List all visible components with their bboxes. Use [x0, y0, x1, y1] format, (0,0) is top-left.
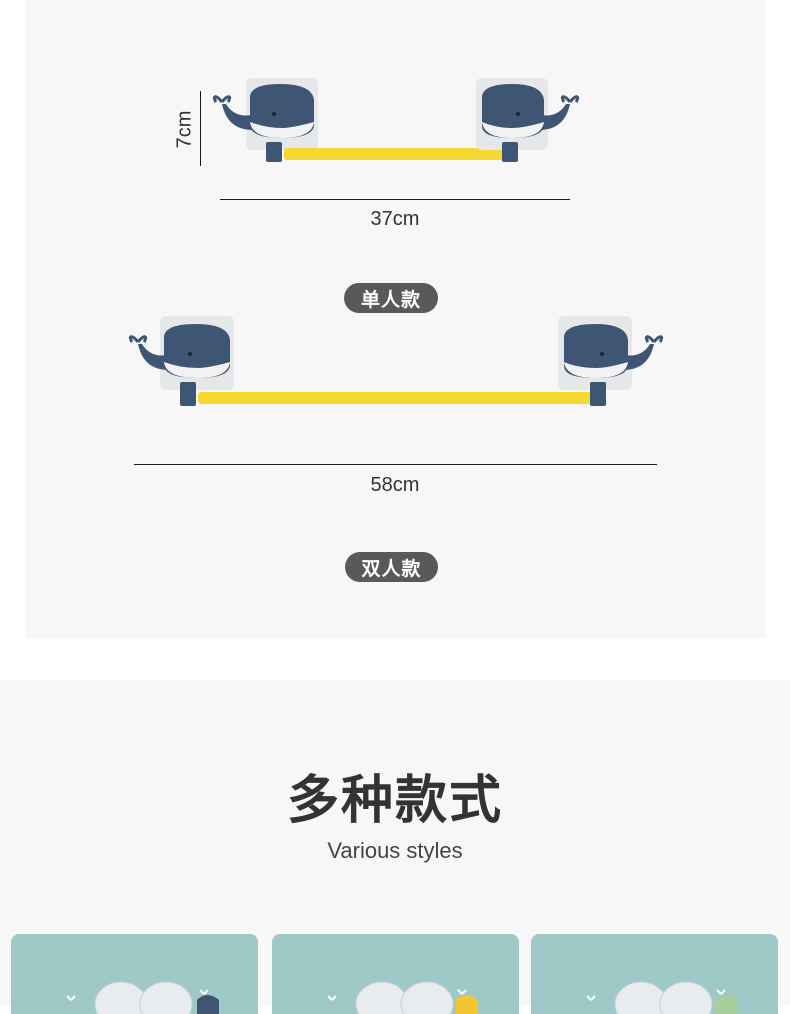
whale-hook-icon — [586, 981, 737, 1014]
double-width-line — [134, 464, 657, 465]
whale-hook-icon — [558, 316, 664, 406]
single-style-badge: 单人款 — [344, 283, 438, 313]
style-card-blue[interactable] — [11, 934, 258, 1014]
double-towel-rack — [128, 316, 664, 406]
whale-hook-icon — [476, 78, 580, 162]
style-card-yellow[interactable] — [272, 934, 519, 1014]
double-width-label: 58cm — [370, 474, 420, 496]
section-title: 多种款式 — [286, 771, 503, 831]
towel-bar-icon — [284, 148, 504, 160]
section-subtitle: Various styles — [327, 838, 463, 863]
height-dimension-line — [200, 91, 201, 166]
single-towel-rack — [212, 78, 580, 162]
style-card-green[interactable] — [531, 934, 778, 1014]
single-width-label: 37cm — [370, 208, 420, 230]
whale-hook-icon — [66, 981, 219, 1014]
single-width-line — [220, 199, 570, 200]
height-label: 7cm — [173, 110, 196, 149]
double-style-badge: 双人款 — [345, 552, 438, 582]
whale-hook-icon — [128, 316, 234, 406]
whale-hook-icon — [212, 78, 318, 162]
product-size-panel — [26, 0, 765, 638]
towel-bar-icon — [198, 392, 594, 404]
whale-hook-icon — [327, 981, 478, 1014]
